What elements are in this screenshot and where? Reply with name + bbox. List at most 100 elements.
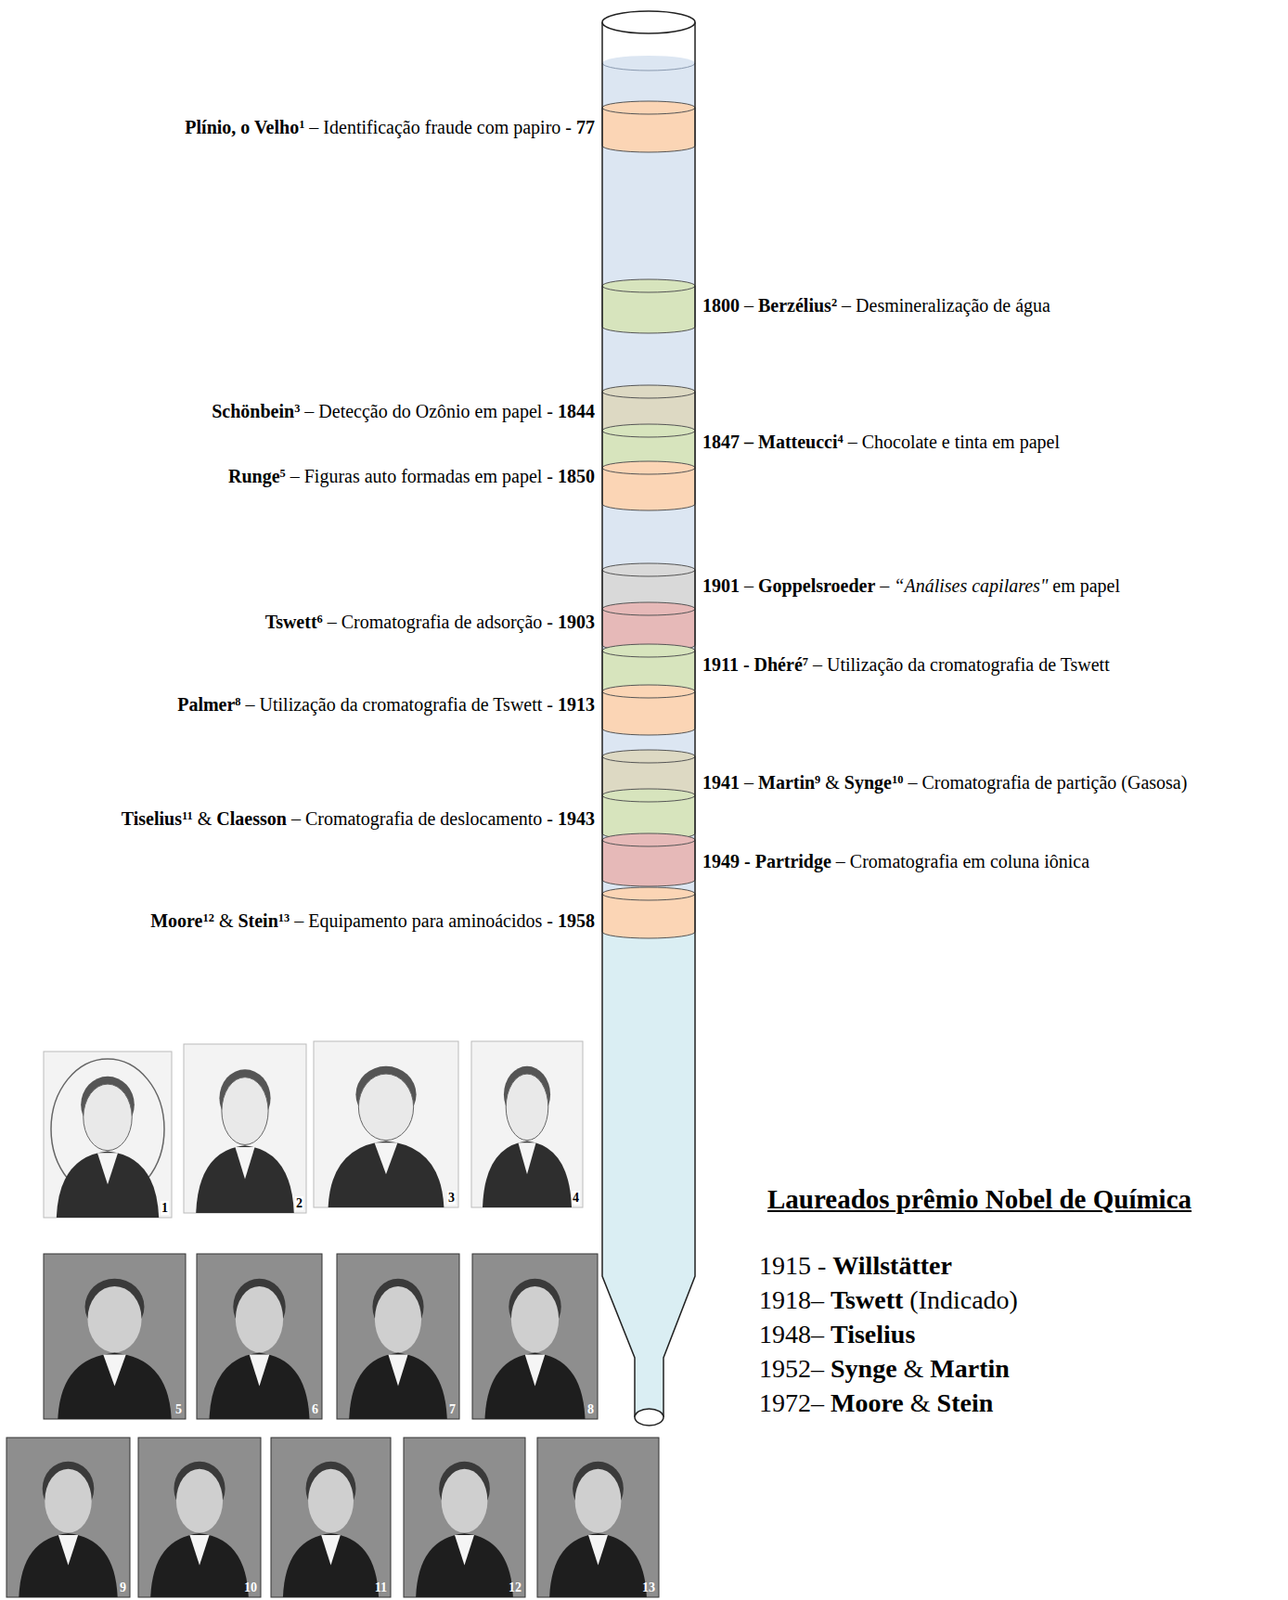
timeline-text: 77	[576, 116, 595, 138]
timeline-text: (Indicado)	[909, 1285, 1018, 1314]
portrait-shoulders	[485, 1352, 586, 1419]
band-edge	[602, 391, 696, 399]
sample-band	[602, 461, 696, 511]
portrait-shoulders	[283, 1532, 379, 1598]
portrait-shoulders	[209, 1352, 310, 1419]
timeline-text: Stein	[937, 1388, 994, 1417]
list-heading-text: Laureados prêmio Nobel de Química	[767, 1184, 1192, 1214]
portrait-collar	[454, 1534, 475, 1566]
laureate-entry: 1952–Synge&Martin	[759, 1352, 1010, 1385]
list-heading: Laureados prêmio Nobel de Química	[767, 1182, 1192, 1216]
band-edge	[602, 608, 696, 616]
timeline-text: Tiselius	[830, 1319, 915, 1349]
portrait-collar	[321, 1534, 341, 1566]
timeline-text: – Utilização da cromatografia de Tswett …	[245, 694, 554, 715]
timeline-text: –	[744, 575, 754, 596]
reference-number: 2	[831, 296, 838, 310]
eluent-upper	[602, 55, 696, 932]
timeline-text: Goppelsroeder	[758, 575, 876, 596]
timeline-text: em papel	[1052, 575, 1121, 596]
reference-number: 8	[234, 695, 241, 709]
band-edge	[602, 691, 696, 698]
timeline-text: 1952–	[759, 1353, 825, 1383]
timeline-text: 1943	[557, 808, 595, 829]
timeline-text: &	[903, 1353, 925, 1383]
timeline-text: – Utilização da cromatografia de Tswett	[812, 654, 1110, 675]
portrait-photo	[183, 1043, 307, 1213]
portrait-shoulders	[482, 1140, 572, 1208]
timeline-text: &	[824, 772, 840, 793]
portrait-head	[176, 1468, 223, 1533]
timeline-text: Moore	[150, 910, 203, 931]
band-edge	[602, 756, 696, 763]
band-edge	[602, 893, 696, 901]
timeline-text: 1949 - Partridge	[702, 850, 832, 872]
eluent-lower	[602, 931, 696, 1417]
reference-number: 13	[278, 911, 290, 925]
timeline-entry: 1949 - Partridge– Cromatografia em colun…	[702, 850, 1090, 873]
timeline-text: Synge	[844, 772, 892, 793]
portrait-collar	[517, 1142, 536, 1174]
band-edge	[602, 839, 696, 847]
timeline-text: 1918–	[759, 1285, 825, 1314]
callout-number: 2	[295, 1196, 304, 1211]
portrait-shoulders	[57, 1352, 171, 1419]
reference-number: 7	[802, 655, 809, 669]
timeline-text: Palmer	[177, 694, 235, 715]
band-edge	[602, 650, 696, 657]
timeline-entry: Moore12&Stein13– Equipamento para aminoá…	[150, 909, 595, 932]
column-outline	[602, 22, 696, 1417]
callout-number: 12	[507, 1580, 523, 1595]
callout-number: 9	[118, 1580, 128, 1595]
portrait-photo	[403, 1437, 526, 1598]
portrait-shoulders	[150, 1532, 249, 1598]
reference-number: 4	[837, 432, 844, 446]
callout-number: 11	[373, 1580, 388, 1595]
portrait-shoulders	[415, 1532, 514, 1598]
timeline-text: Runge	[228, 465, 281, 487]
timeline-text: Tiselius	[121, 808, 182, 829]
portrait-photo	[138, 1437, 261, 1598]
timeline-text: &	[197, 808, 213, 829]
laureate-entry: 1915 -Willstätter	[759, 1249, 953, 1282]
callout-number: 1	[160, 1200, 169, 1215]
reference-number: 3	[294, 401, 300, 415]
timeline-text: 1958	[557, 910, 595, 931]
portrait-collar	[525, 1354, 546, 1387]
timeline-text: – Figuras auto formadas em papel -	[290, 465, 554, 487]
laureate-entry: 1918–Tswett(Indicado)	[759, 1284, 1018, 1316]
timeline-text: 1844	[557, 400, 595, 422]
portrait-collar	[97, 1152, 118, 1185]
timeline-text: – Desmineralização de água	[841, 295, 1051, 316]
timeline-text: Berzélius	[758, 295, 832, 316]
band-edge	[602, 285, 696, 293]
timeline-text: – Equipamento para aminoácidos -	[294, 910, 554, 931]
portrait-collar	[103, 1354, 126, 1387]
band-edge	[602, 795, 696, 802]
timeline-text: “Análises capilares"	[893, 575, 1048, 596]
sample-band	[602, 279, 696, 334]
timeline-text: 1901	[702, 575, 740, 596]
timeline-entry: 1941–Martin9&Synge10– Cromatografia de p…	[702, 771, 1187, 794]
portrait-shoulders	[549, 1532, 647, 1598]
callout-number: 3	[447, 1190, 456, 1205]
sample-band	[602, 684, 696, 735]
column-outlet	[634, 1408, 664, 1426]
callout-number: 7	[448, 1402, 457, 1417]
timeline-text: –	[744, 295, 754, 316]
timeline-text: Willstätter	[832, 1250, 953, 1280]
band-edge	[602, 430, 696, 438]
portrait-collar	[374, 1142, 399, 1174]
eluent-surface	[602, 63, 696, 71]
portrait-collar	[189, 1534, 209, 1566]
callout-number: 4	[571, 1190, 580, 1205]
callout-number: 8	[586, 1402, 595, 1417]
timeline-text: Martin	[758, 772, 815, 793]
band-edge	[602, 107, 696, 115]
callout-number: 6	[310, 1402, 320, 1417]
timeline-entry: Tswett6– Cromatografia de adsorção -1903	[265, 610, 595, 633]
timeline-entry: Plínio, o Velho1– Identificação fraude c…	[184, 115, 595, 139]
timeline-text: Moore	[830, 1388, 904, 1417]
portrait-head	[87, 1286, 142, 1353]
column-top	[602, 11, 696, 34]
